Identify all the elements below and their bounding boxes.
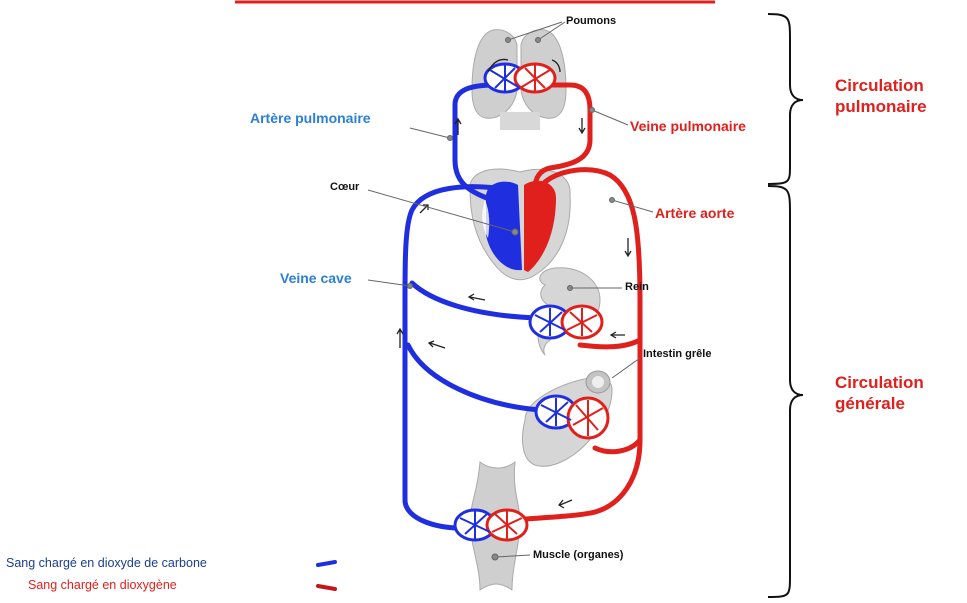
legend-swatches <box>318 562 335 589</box>
label-rein: Rein <box>625 281 649 293</box>
bracket-generale <box>768 186 803 597</box>
section-pulmonaire-line2: pulmonaire <box>835 96 927 117</box>
label-artere-aorte: Artère aorte <box>655 205 734 221</box>
section-generale-line1: Circulation <box>835 372 924 393</box>
section-pulmonaire-line1: Circulation <box>835 75 927 96</box>
capillary-muscle <box>455 510 527 540</box>
legend-co2: Sang chargé en dioxyde de carbone <box>6 556 207 570</box>
section-generale-line2: générale <box>835 393 924 414</box>
label-veine-cave: Veine cave <box>280 270 352 286</box>
label-veine-pulmonaire: Veine pulmonaire <box>630 118 746 134</box>
capillary-kidney <box>530 306 602 338</box>
capillary-lungs <box>485 64 555 92</box>
section-pulmonaire: Circulation pulmonaire <box>835 75 927 117</box>
blue-vessels <box>405 85 540 528</box>
label-muscle: Muscle (organes) <box>533 549 623 561</box>
label-artere-pulmonaire: Artère pulmonaire <box>250 110 371 126</box>
label-intestin: Intestin grêle <box>643 348 711 360</box>
label-poumons: Poumons <box>566 15 616 27</box>
legend-red-swatch <box>318 586 335 589</box>
legend-blue-swatch <box>318 562 335 565</box>
legend-o2: Sang chargé en dioxygène <box>28 578 177 592</box>
bracket-pulmonaire <box>768 14 803 184</box>
label-coeur: Cœur <box>330 181 359 193</box>
section-generale: Circulation générale <box>835 372 924 414</box>
